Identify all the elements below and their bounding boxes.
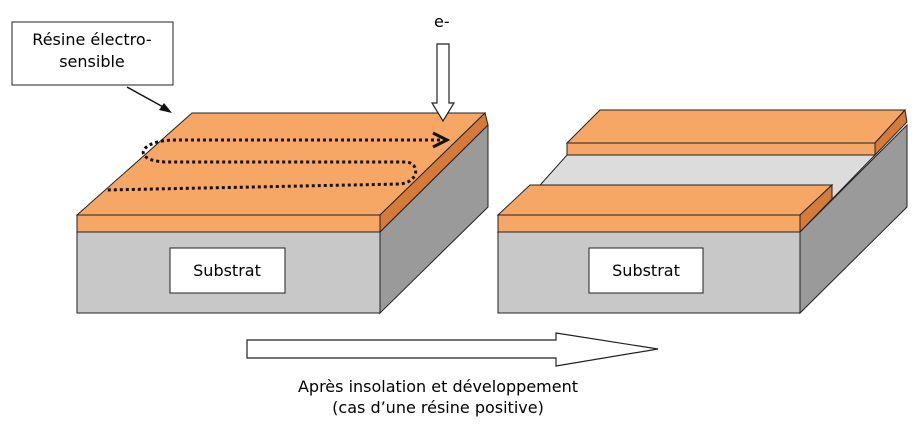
resin-callout: Résine électro- sensible bbox=[11, 21, 174, 113]
callout-pointer-head bbox=[159, 103, 172, 113]
substrate-block-before bbox=[76, 123, 489, 315]
resin-strip-front bbox=[496, 183, 834, 234]
resin-callout-line2: sensible bbox=[59, 52, 125, 71]
callout-pointer bbox=[126, 86, 166, 109]
resin-front-before bbox=[76, 214, 381, 233]
right-arrow-icon bbox=[246, 332, 659, 367]
down-arrow-icon bbox=[430, 43, 456, 123]
resin-strip-front-top bbox=[496, 184, 834, 216]
resin-strip-back-front bbox=[566, 142, 876, 156]
resin-callout-line1: Résine électro- bbox=[32, 30, 151, 49]
substrate-label-before: Substrat bbox=[169, 247, 286, 294]
caption-line1: Après insolation et développement bbox=[298, 377, 578, 396]
resin-strip-back-top bbox=[565, 109, 907, 144]
resin-strip-front-front bbox=[497, 214, 801, 233]
electron-label: e- bbox=[434, 12, 450, 31]
substrate-label-text-after: Substrat bbox=[612, 261, 680, 280]
caption-line2: (cas d’une résine positive) bbox=[332, 398, 544, 417]
scan-path-icon bbox=[104, 131, 451, 192]
substrate-label-after: Substrat bbox=[588, 247, 704, 294]
substrate-label-text-before: Substrat bbox=[193, 261, 261, 280]
resin-callout-box bbox=[11, 21, 174, 86]
resin-strip-back bbox=[565, 108, 908, 157]
